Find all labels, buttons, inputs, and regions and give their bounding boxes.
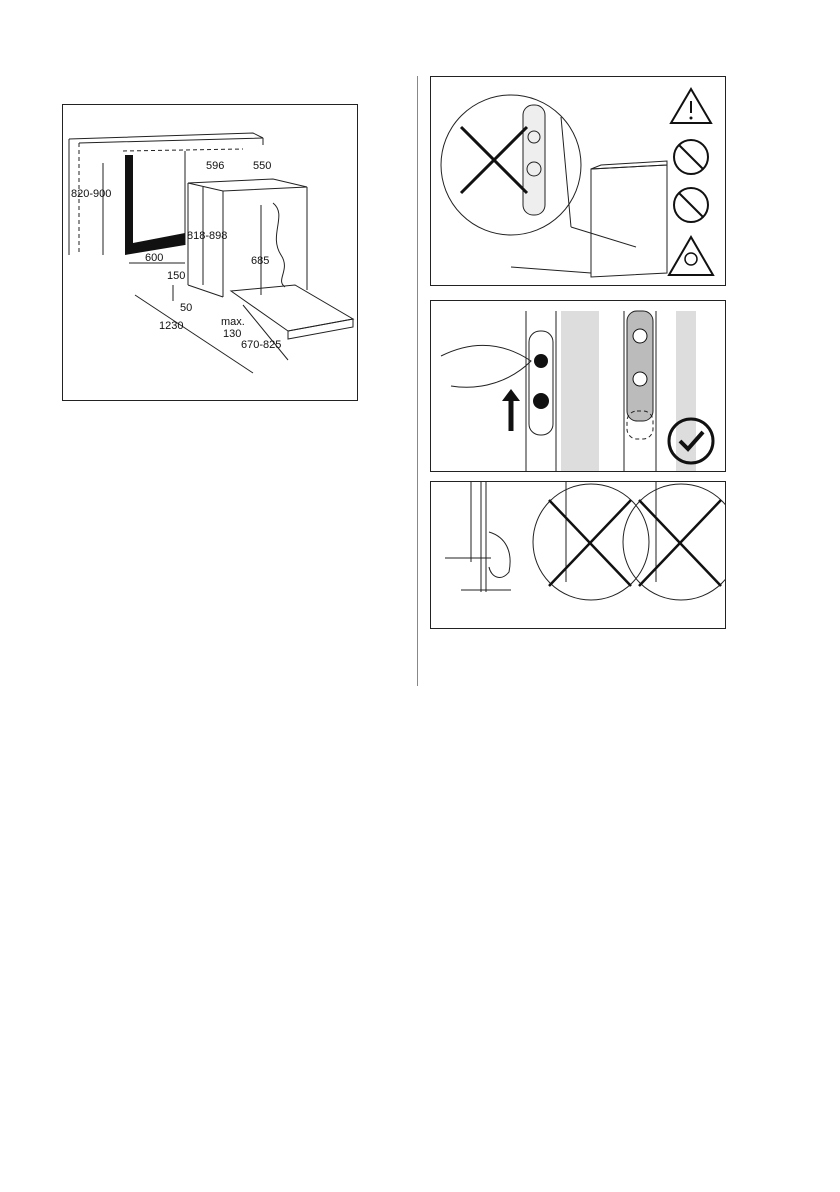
no-touch-icon xyxy=(674,140,708,174)
warning-panel xyxy=(430,76,726,286)
label-total-depth: 1230 xyxy=(159,320,183,332)
cross-icon xyxy=(639,500,721,586)
no-pinch-icon xyxy=(674,188,708,222)
cross-icon xyxy=(549,500,631,586)
zoom-circle xyxy=(441,95,581,235)
label-appliance-width: 596 xyxy=(206,160,224,172)
label-plinth-depth: 50 xyxy=(180,302,192,314)
label-plinth-height: 150 xyxy=(167,270,185,282)
cross-icon xyxy=(461,127,527,193)
child-warning-icon xyxy=(669,237,713,275)
hand-drawing xyxy=(431,482,725,628)
correct-drawing xyxy=(431,301,725,471)
installation-drawing: 820-900 596 550 818-898 685 600 150 50 m… xyxy=(63,105,357,400)
label-door-height: 685 xyxy=(251,255,269,267)
side-panel-shape xyxy=(125,155,185,255)
warning-drawing xyxy=(431,77,725,285)
label-door-range: 670-825 xyxy=(241,339,281,351)
label-max-value: 130 xyxy=(223,328,241,340)
label-appliance-height: 818-898 xyxy=(187,230,227,242)
correct-panel xyxy=(430,300,726,472)
label-niche-height: 820-900 xyxy=(71,188,111,200)
label-max: max. xyxy=(221,316,245,328)
column-divider xyxy=(417,76,418,686)
label-appliance-depth: 550 xyxy=(253,160,271,172)
warning-triangle-icon xyxy=(671,89,711,123)
installation-diagram: 820-900 596 550 818-898 685 600 150 50 m… xyxy=(62,104,358,401)
arrow-up-icon xyxy=(502,389,520,431)
label-niche-width: 600 xyxy=(145,252,163,264)
hand-panel xyxy=(430,481,726,629)
